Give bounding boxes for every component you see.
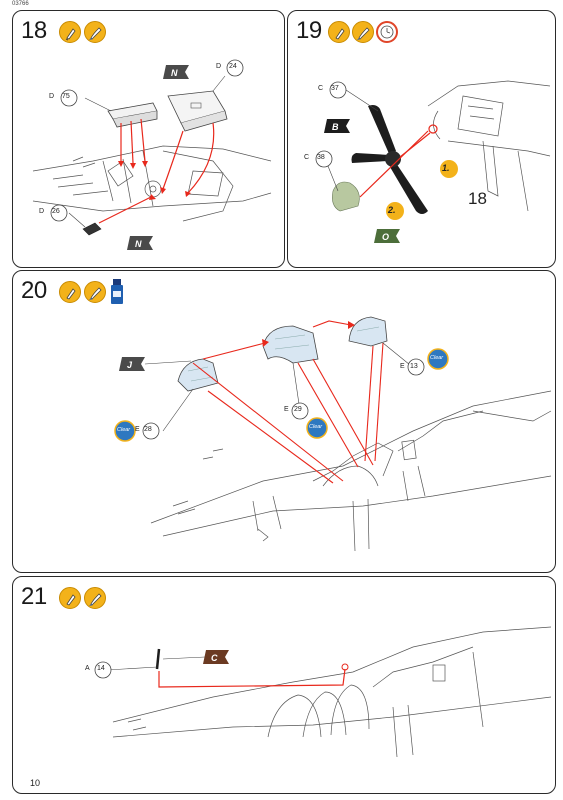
part-letter: E — [135, 426, 140, 433]
step-reference-label: 18 — [468, 189, 487, 208]
propeller-sketch — [351, 105, 428, 214]
step-18-drawing: N N — [32, 59, 272, 250]
step-21-panel: 21 C A 14 — [12, 576, 556, 794]
step-number: 19 — [296, 17, 322, 44]
document-id: 03766 — [12, 1, 29, 7]
canopy-e28-sketch — [177, 358, 219, 392]
part-letter: D — [39, 208, 45, 215]
part-number: 26 — [52, 208, 60, 215]
part-number: 24 — [229, 63, 237, 70]
canopy-e13-sketch — [348, 316, 388, 347]
part-d24-sketch — [167, 90, 228, 132]
glue-icon — [59, 587, 81, 609]
svg-text:N: N — [135, 239, 142, 249]
part-letter: E — [400, 363, 405, 370]
step-21-drawing: C — [94, 626, 552, 758]
paint-brush-icon — [84, 281, 106, 303]
step-number: 20 — [21, 277, 47, 304]
part-letter: C — [304, 154, 310, 161]
part-d75-sketch — [107, 102, 158, 128]
part-letter: D — [49, 93, 55, 100]
clear-glue-bottle-icon — [111, 279, 123, 304]
clear-badge-label: Clear — [430, 355, 444, 361]
part-number: 38 — [317, 154, 325, 161]
svg-text:O: O — [382, 232, 389, 242]
part-number: 28 — [144, 426, 152, 433]
part-letter: D — [216, 63, 222, 70]
glue-icon — [59, 281, 81, 303]
clear-badge-label: Clear — [117, 427, 131, 433]
part-number: 29 — [294, 406, 302, 413]
part-number: 37 — [331, 85, 339, 92]
svg-text:B: B — [332, 122, 339, 132]
step-20-drawing: J — [114, 316, 552, 552]
step-18-panel: 18 — [12, 10, 285, 268]
paint-brush-icon — [84, 21, 106, 43]
paint-brush-icon — [84, 587, 106, 609]
page-number: 10 — [30, 778, 41, 788]
part-number: 14 — [97, 665, 105, 672]
clear-badge-label: Clear — [309, 424, 323, 430]
glue-icon — [59, 21, 81, 43]
part-number: 75 — [62, 93, 70, 100]
step-20-panel: 20 — [12, 270, 556, 573]
order-marker-1: 1. — [442, 163, 450, 173]
paint-brush-icon — [352, 21, 374, 43]
step-19-panel: 19 — [287, 10, 556, 268]
part-number: 13 — [410, 363, 418, 370]
part-letter: A — [85, 665, 90, 672]
svg-text:J: J — [127, 360, 133, 370]
step-number: 21 — [21, 583, 47, 610]
step-19-drawing: B O — [315, 80, 551, 243]
part-letter: C — [318, 85, 324, 92]
order-marker-2: 2. — [388, 205, 396, 215]
part-letter: E — [284, 406, 289, 413]
svg-text:N: N — [171, 68, 178, 78]
glue-icon — [328, 21, 350, 43]
svg-text:C: C — [211, 653, 218, 663]
canopy-e29-sketch — [262, 325, 319, 364]
step-number: 18 — [21, 17, 47, 44]
timer-icon — [376, 21, 398, 43]
